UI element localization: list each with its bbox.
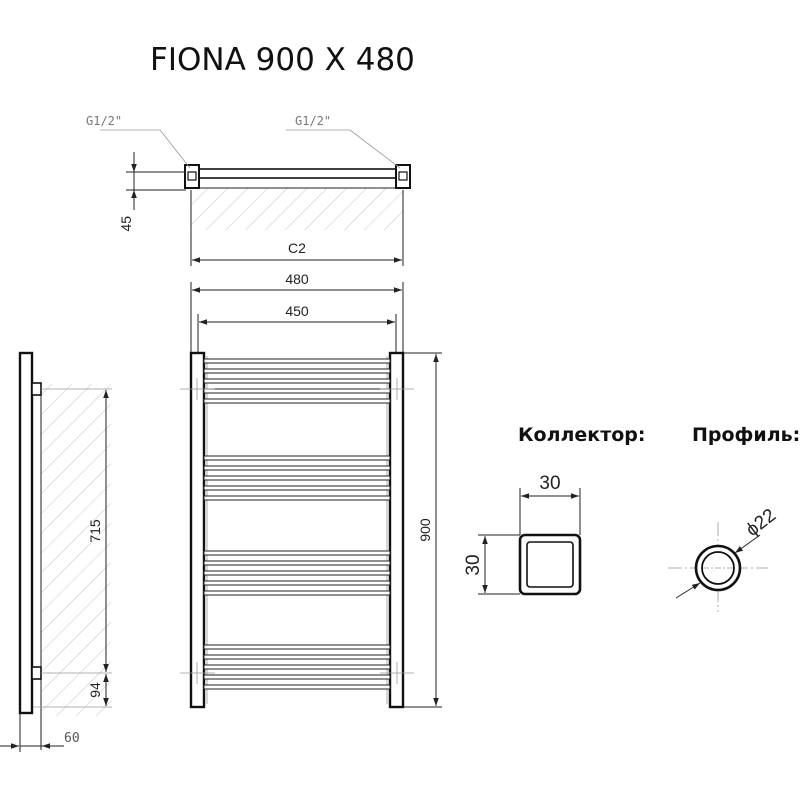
towel-rail — [203, 654, 391, 660]
towel-rail — [203, 465, 391, 471]
bracket-spacing-dimension: 715 — [87, 519, 103, 543]
depth-dimension: 45 — [118, 216, 134, 232]
drawing-title: FIONA 900 X 480 — [150, 42, 415, 78]
towel-rail — [203, 398, 391, 404]
collector-heading: Коллектор: — [518, 424, 645, 446]
overall-width-dimension: 480 — [285, 271, 309, 287]
towel-rail — [203, 590, 391, 596]
top-view: G1/2" G1/2" 45 C2 — [86, 114, 411, 266]
towel-rail — [203, 378, 391, 384]
towel-rail — [203, 388, 391, 394]
towel-rail — [203, 358, 391, 364]
top-bracket — [31, 382, 42, 396]
towel-rail — [203, 570, 391, 576]
towel-rail — [203, 684, 391, 690]
wall-hatch-top — [190, 188, 404, 230]
wall-distance-dimension: 60 — [64, 731, 80, 746]
collector-section: Коллектор: 30 30 — [463, 424, 645, 596]
towel-rail — [203, 550, 391, 556]
towel-rail — [203, 644, 391, 650]
top-rail — [195, 168, 403, 179]
inner-width-dimension: 450 — [285, 303, 309, 319]
towel-rail — [203, 674, 391, 680]
collector-width-dimension: 30 — [539, 473, 560, 494]
front-view: 480 450 900 — [180, 271, 442, 709]
collector-square-profile — [518, 533, 582, 596]
center-distance-dimension: C2 — [288, 240, 306, 256]
height-dimension: 900 — [417, 518, 433, 542]
right-collector — [388, 351, 405, 709]
bottom-offset-dimension: 94 — [87, 682, 103, 698]
left-connector-icon — [184, 164, 200, 189]
towel-rail — [203, 495, 391, 501]
profile-heading: Профиль: — [692, 424, 800, 446]
collector-height-dimension: 30 — [463, 554, 484, 575]
connection-label-right: G1/2" — [295, 114, 331, 128]
profile-diameter-dimension: ϕ22 — [742, 505, 780, 541]
towel-rail — [203, 560, 391, 566]
profile-section: Профиль: ϕ22 — [668, 424, 800, 612]
towel-rail — [203, 455, 391, 461]
towel-rail — [203, 368, 391, 374]
towel-rail — [203, 664, 391, 670]
towel-rail — [203, 475, 391, 481]
profile-tube-inner — [701, 551, 735, 585]
connection-label-left: G1/2" — [86, 114, 122, 128]
side-collector — [18, 351, 34, 715]
side-view: 715 94 60 — [0, 351, 112, 752]
towel-rail — [203, 580, 391, 586]
right-connector-icon — [395, 164, 411, 189]
rail-set — [203, 358, 391, 690]
left-collector — [189, 351, 206, 709]
towel-rail — [203, 485, 391, 491]
wall-hatch-side — [41, 384, 111, 716]
bottom-bracket — [31, 666, 42, 680]
